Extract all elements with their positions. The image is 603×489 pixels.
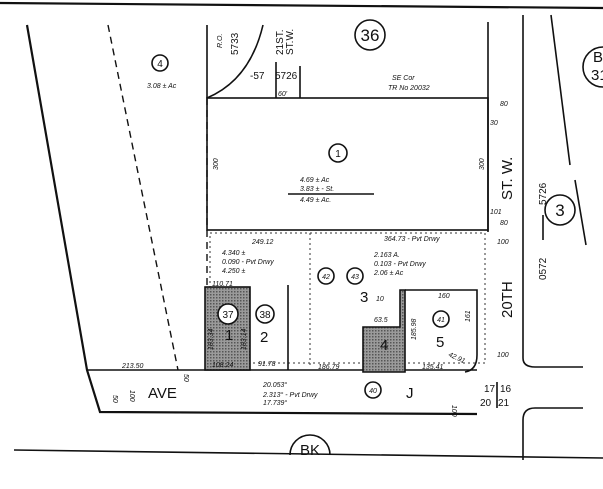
sec-20: 20	[480, 398, 492, 409]
parcel-b31-bottom: 31	[591, 67, 603, 84]
dim-213: 213.50	[121, 363, 144, 370]
twentieth-street-lines	[522, 14, 587, 460]
area-1c: 4.49 ± Ac.	[300, 197, 331, 204]
street-20th: 20TH	[499, 281, 516, 318]
bk-circle	[289, 434, 331, 456]
street-21st-stw: ST.W.	[285, 29, 296, 55]
street-j: J	[406, 385, 414, 402]
dim-50a: 50	[111, 395, 118, 403]
dim-100c: 100	[128, 390, 135, 402]
area-1a: 4.69 ± Ac	[300, 177, 330, 184]
parcel-3-number: 3	[555, 201, 564, 220]
dim-30: 30	[490, 120, 498, 127]
dim-364: 364.73 - Pvt Drwy	[384, 236, 440, 243]
pvt-left-a: 4.340 ±	[222, 250, 245, 257]
pvt-bot: 2.06 ± Ac	[373, 270, 404, 277]
parcel-36-circle	[354, 19, 386, 51]
parcel-b31-circle	[582, 46, 603, 88]
ave-box-a: 20.053°	[262, 381, 287, 389]
street-st-w: ST. W.	[499, 157, 516, 200]
parcel-b31-top: B	[593, 49, 603, 66]
tr-no-label: TR No 20032	[388, 85, 430, 92]
ro-number: 5733	[230, 32, 241, 55]
street-ave: AVE	[148, 385, 177, 402]
map-border	[0, 1, 603, 459]
dim-50b: 50	[182, 374, 189, 382]
sec-21: 21	[498, 398, 510, 409]
ro-label: R.O.	[217, 34, 224, 48]
dim-60: 60'	[278, 91, 288, 98]
dim-186: 186.79	[318, 364, 340, 371]
lot-2: 2	[260, 329, 268, 346]
lot-37-shaded	[204, 286, 251, 371]
dim-300-left: 300	[213, 158, 220, 170]
dim-91: 91.78	[258, 361, 276, 368]
west-boundaries	[25, 24, 478, 416]
parcel-42-number: 42	[322, 274, 330, 281]
dim-101: 101	[490, 209, 502, 216]
lot-5: 5	[436, 334, 444, 351]
parcel-40-circle	[364, 381, 382, 399]
sec-16: 16	[500, 384, 512, 395]
parcel-1-number: 1	[335, 149, 341, 160]
lot-4-shaded	[362, 289, 406, 373]
ro-26: 5726	[275, 71, 298, 82]
parcel-41-number: 41	[437, 317, 445, 324]
dim-100d: 100	[450, 405, 457, 417]
parcel-4-number: 4	[157, 59, 163, 70]
parcel-41-circle	[432, 310, 450, 328]
dim-108: 108.24	[212, 362, 234, 369]
area-1b: 3.83 ± - St.	[300, 186, 334, 193]
parcel-38-circle	[255, 304, 275, 324]
parcel-1-circle	[328, 143, 348, 163]
se-cor-label: SE Cor	[392, 75, 415, 82]
lot-3: 3	[360, 289, 368, 306]
parcel-36-number: 36	[361, 26, 380, 45]
parcel-37-number: 37	[222, 310, 234, 321]
pvt-mid: 0.103 - Pvt Drwy	[374, 261, 426, 268]
parcel-36-boundaries	[206, 22, 489, 232]
ave-box-b: 2.313° - Pvt Drwy	[262, 391, 318, 399]
dim-161: 161	[465, 310, 472, 322]
parcel-40-number: 40	[369, 388, 377, 395]
bk-label: BK	[300, 442, 320, 459]
ave-box-c: 17.739°	[263, 399, 287, 407]
dim-110: 110.71	[212, 281, 233, 288]
area-4: 3.08 ± Ac	[147, 83, 177, 90]
lot-1: 1	[225, 327, 233, 344]
ro-right-b: 0572	[538, 257, 549, 280]
ro-57: -57	[250, 71, 265, 82]
parcel-43-circle	[346, 267, 364, 285]
dim-300-right: 300	[479, 158, 486, 170]
dim-100b: 100	[497, 352, 509, 359]
street-21st: 21ST.	[275, 29, 286, 55]
pvt-left-b: 0.090 - Pvt Drwy	[222, 259, 274, 266]
pvt-top: 2.163 A.	[373, 252, 400, 259]
dim-183b: 183.14	[241, 328, 248, 350]
lot-3-dim: 10	[376, 296, 384, 303]
parcel-1-boundary	[206, 97, 489, 231]
dim-100a: 100	[497, 239, 509, 246]
parcel-38-number: 38	[259, 310, 271, 321]
parcel-37-circle	[217, 303, 239, 325]
parcel-4-circle	[151, 54, 169, 72]
parcel-42-circle	[317, 267, 335, 285]
ro-right-a: 5726	[538, 182, 549, 205]
dim-80a: 80	[500, 101, 508, 108]
lot-4: 4	[380, 337, 388, 354]
sec-17: 17	[484, 384, 496, 395]
dim-249: 249.12	[251, 239, 274, 246]
parcel-3-circle	[544, 194, 576, 226]
pvt-left-c: 4.250 ±	[222, 268, 245, 275]
lower-lots	[204, 232, 486, 373]
dim-63: 63.5	[374, 317, 388, 324]
dim-185: 185.98	[411, 318, 418, 340]
dim-80b: 80	[500, 220, 508, 227]
dim-160: 160	[438, 293, 450, 300]
dim-183a: 183.34	[208, 328, 215, 350]
dim-135: 135.41	[422, 364, 444, 371]
parcel-43-number: 43	[351, 274, 359, 281]
